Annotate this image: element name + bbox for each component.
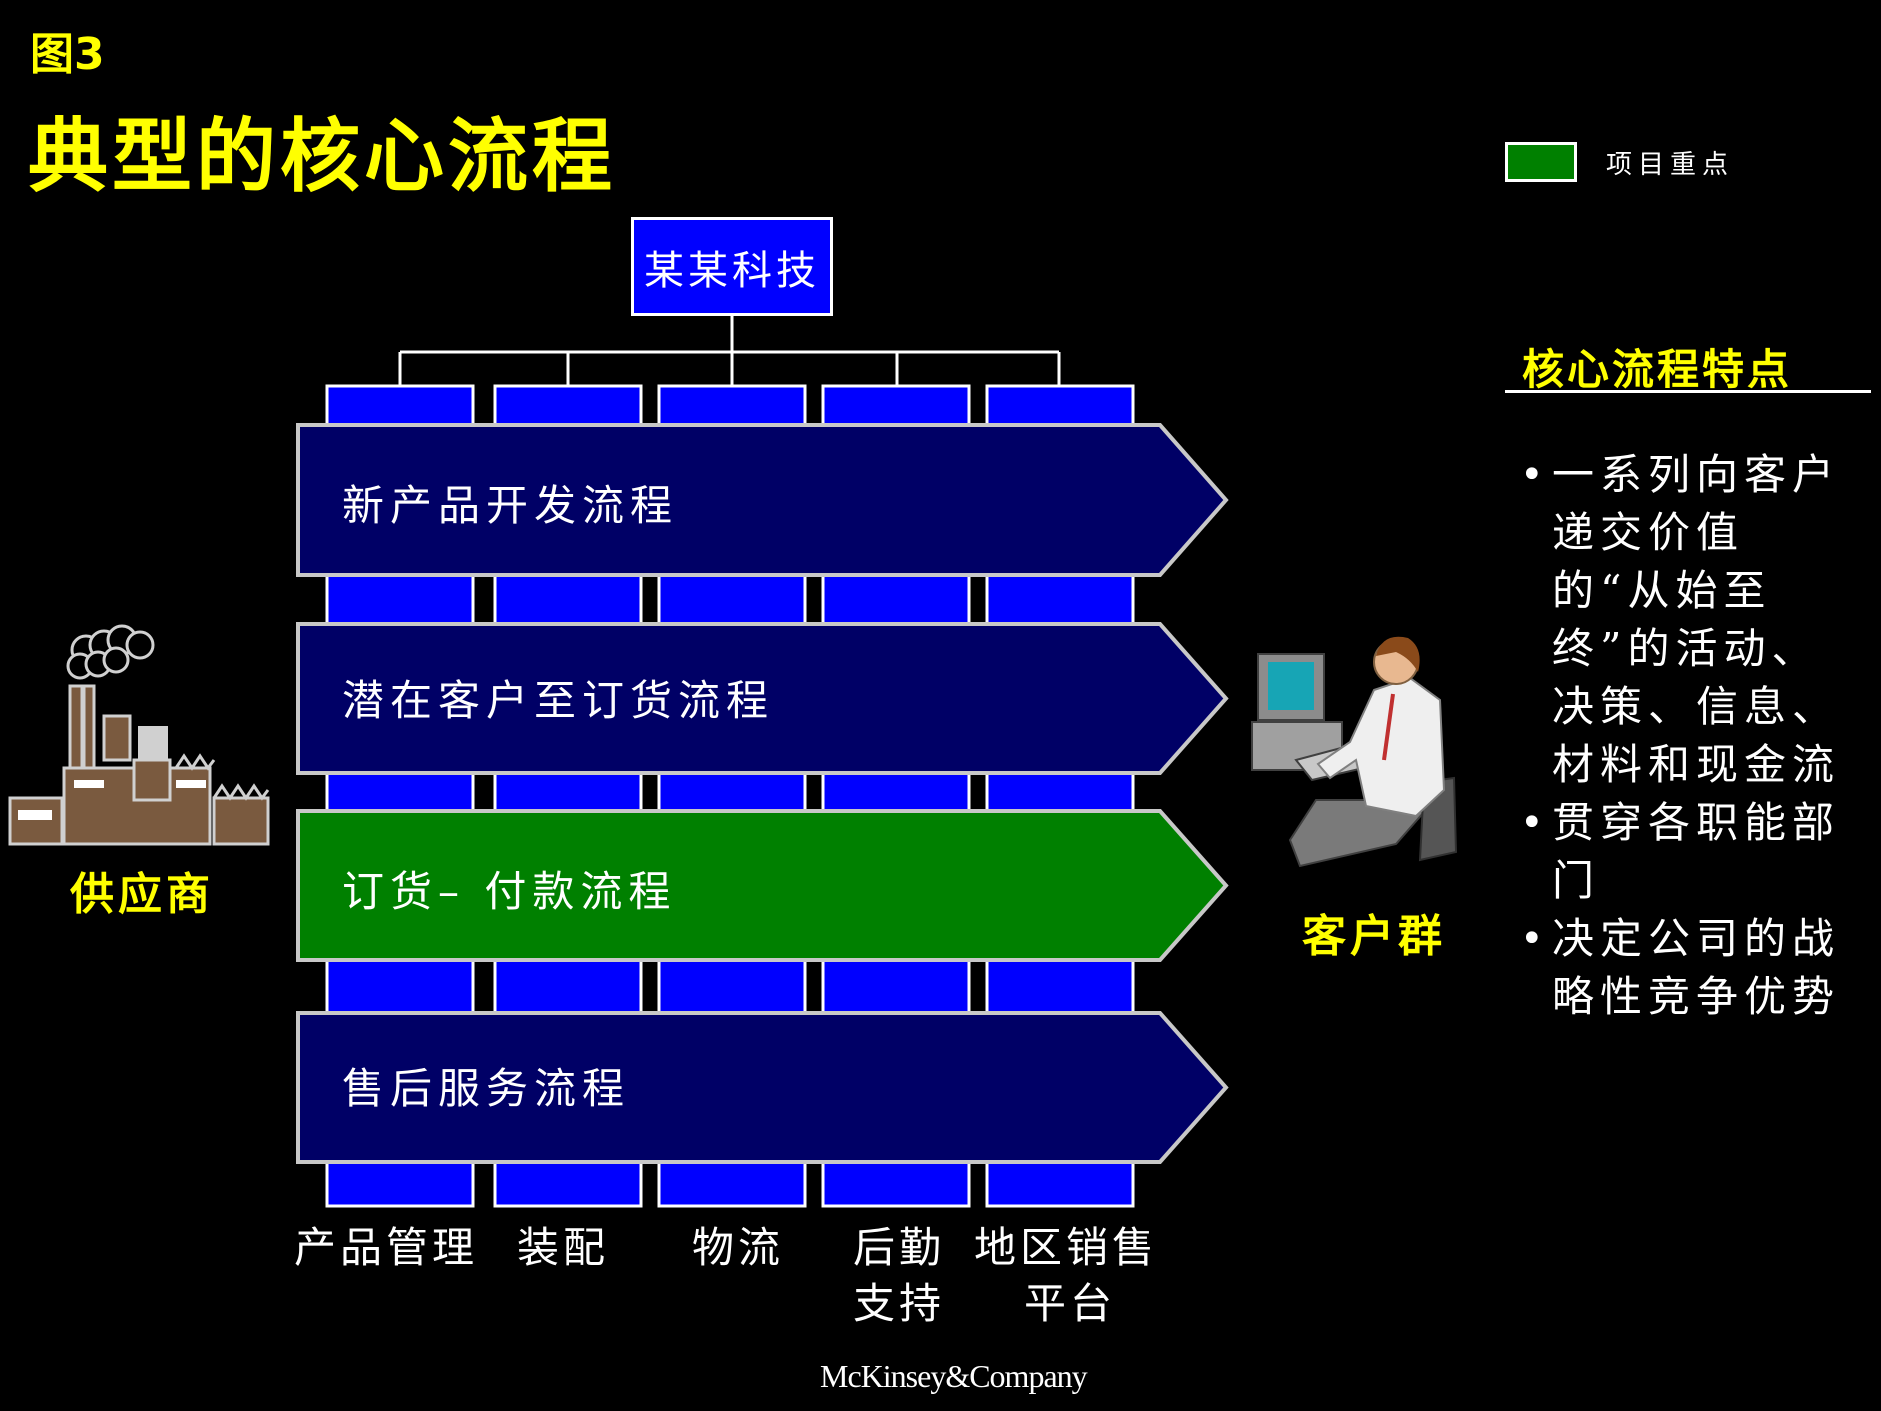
features-list: 一系列向客户递交价值的“从始至终”的活动、决策、信息、材料和现金流 贯穿各职能部…: [1520, 446, 1840, 1026]
org-connectors: [398, 316, 1061, 388]
feature-item: 贯穿各职能部门: [1520, 794, 1840, 910]
computer-user-icon: [1251, 636, 1458, 868]
process-arrow-new-product: [296, 423, 1229, 577]
factory-chimney: [82, 684, 96, 770]
factory-window: [176, 780, 206, 788]
factory-building: [8, 796, 64, 846]
factory-tower: [102, 714, 132, 762]
company-box: 某某科技: [631, 217, 833, 316]
factory-building: [212, 796, 270, 846]
legend-swatch: [1505, 142, 1577, 182]
process-label-order-to-payment: 订货– 付款流程: [342, 867, 677, 916]
feature-item: 决定公司的战略性竞争优势: [1520, 910, 1840, 1026]
function-label-line2: 支持: [853, 1279, 946, 1328]
function-label-line1: 物流: [692, 1223, 785, 1272]
features-divider: [1505, 390, 1871, 393]
person-hair: [1376, 636, 1420, 672]
factory-roof: [212, 783, 270, 801]
factory-window: [74, 780, 104, 788]
factory-chimney: [68, 684, 84, 770]
smoke-puff: [102, 646, 130, 674]
process-label-new-product: 新产品开发流程: [342, 481, 679, 530]
factory-window: [18, 810, 52, 820]
process-arrow-order-to-payment: [296, 809, 1229, 962]
process-arrow-after-sales: [296, 1011, 1229, 1164]
smoke-puff: [125, 630, 155, 660]
figure-label: 图3: [30, 29, 105, 80]
process-label-lead-to-order: 潜在客户至订货流程: [342, 676, 775, 725]
function-label-regional-sales: 地区销售 平台: [974, 1220, 1158, 1332]
process-label-after-sales: 售后服务流程: [342, 1064, 631, 1113]
features-title: 核心流程特点: [1522, 345, 1793, 394]
function-label-line1: 地区销售: [974, 1223, 1159, 1272]
feature-item: 一系列向客户递交价值的“从始至终”的活动、决策、信息、材料和现金流: [1520, 446, 1840, 794]
legend-label: 项目重点: [1606, 150, 1735, 180]
function-label-line1: 后勤: [853, 1223, 946, 1272]
factory-icon: [8, 624, 270, 846]
supplier-label: 供应商: [70, 869, 214, 920]
function-label-line2: 平台: [1024, 1279, 1117, 1328]
factory-roof: [174, 753, 216, 771]
function-label-product-mgmt: 产品管理: [294, 1220, 478, 1276]
function-label-support: 后勤 支持: [853, 1220, 945, 1332]
function-label-assembly: 装配: [517, 1220, 609, 1276]
factory-block: [132, 758, 172, 802]
person-shirt: [1316, 676, 1446, 818]
process-arrow-lead-to-order: [296, 622, 1229, 775]
brand-logo: McKinsey&Company: [820, 1358, 1088, 1394]
function-label-line1: 装配: [517, 1223, 610, 1272]
person-tie: [1382, 693, 1395, 761]
customer-label: 客户群: [1302, 911, 1446, 962]
page-title: 典型的核心流程: [28, 110, 616, 203]
factory-tower: [138, 726, 168, 760]
monitor-screen: [1268, 662, 1314, 710]
function-label-logistics: 物流: [692, 1220, 784, 1276]
function-label-line1: 产品管理: [294, 1223, 479, 1272]
